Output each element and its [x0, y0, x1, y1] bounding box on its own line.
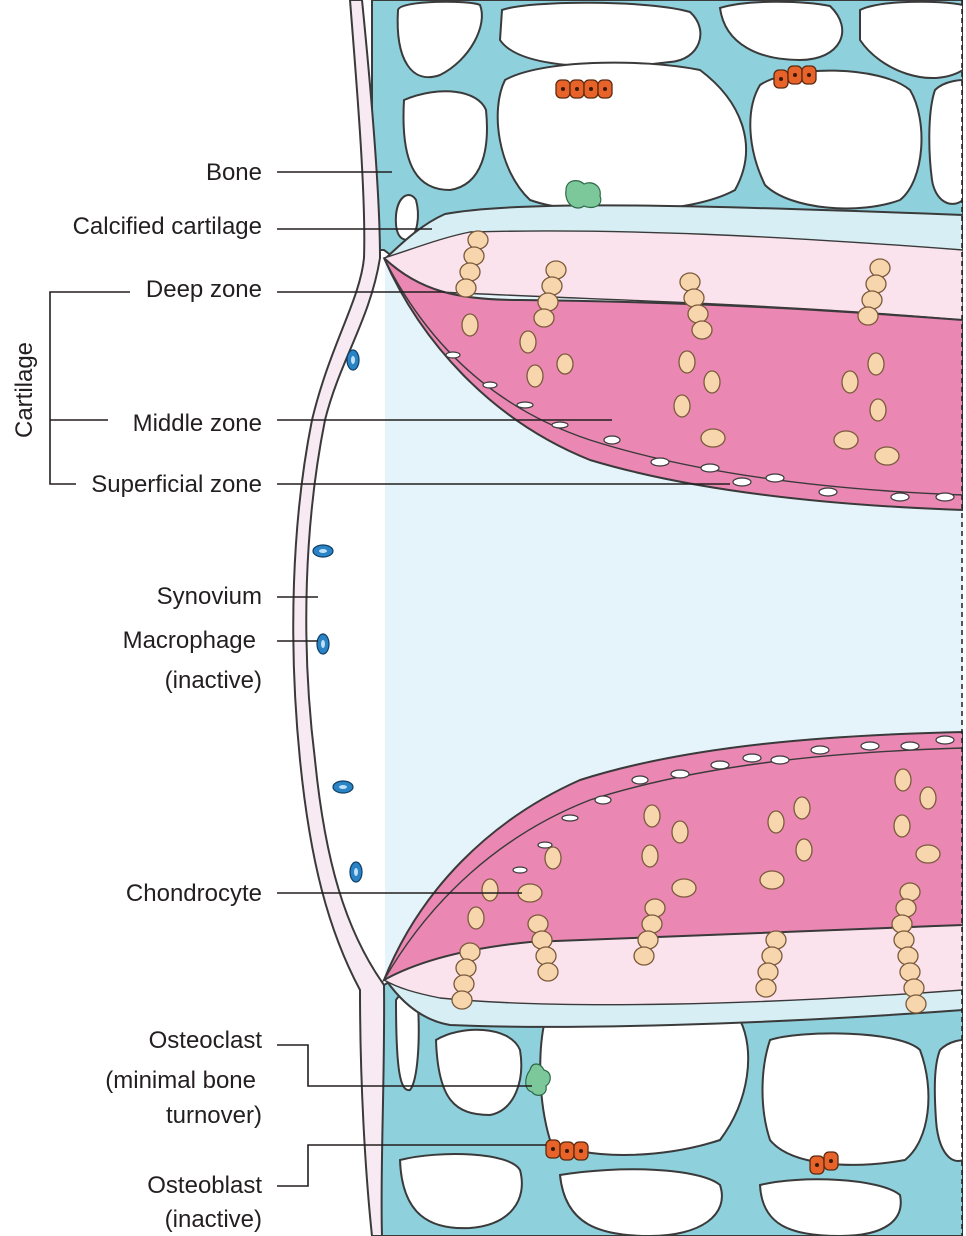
label-osteoblast: Osteoblast: [147, 1172, 262, 1199]
label-macrophage: Macrophage: [123, 627, 256, 654]
label-bone: Bone: [206, 159, 262, 186]
synovium: [293, 0, 384, 1236]
label-osteoclast-note-2: turnover): [166, 1102, 262, 1129]
label-middle-zone: Middle zone: [133, 410, 262, 437]
label-osteoblast-state: (inactive): [165, 1206, 262, 1233]
label-osteoclast-note-1: (minimal bone: [105, 1067, 256, 1094]
label-chondrocyte: Chondrocyte: [126, 880, 262, 907]
label-cartilage: Cartilage: [11, 342, 38, 438]
label-calcified-cartilage: Calcified cartilage: [73, 213, 262, 240]
label-superficial-zone: Superficial zone: [91, 471, 262, 498]
label-deep-zone: Deep zone: [146, 276, 262, 303]
label-osteoclast: Osteoclast: [149, 1027, 263, 1054]
label-macrophage-state: (inactive): [165, 667, 262, 694]
macrophage-nuclei: [319, 356, 358, 876]
label-synovium: Synovium: [157, 583, 262, 610]
